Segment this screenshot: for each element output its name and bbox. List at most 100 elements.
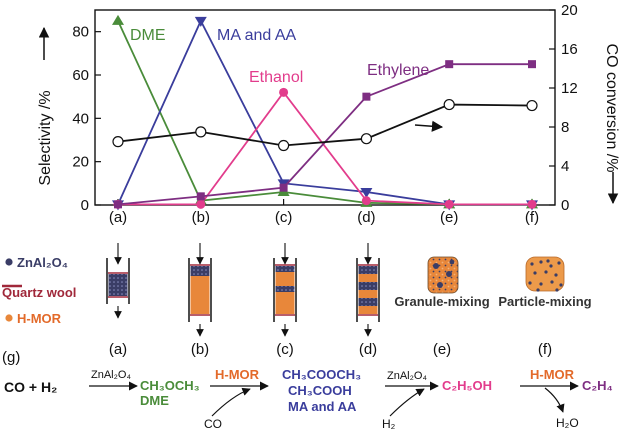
right-tick-label: 8 xyxy=(561,119,569,136)
category-tick-label: (e) xyxy=(440,209,458,226)
hmor-layer xyxy=(275,292,295,314)
data-point-s4-4 xyxy=(443,98,455,111)
data-point-s4-5 xyxy=(526,99,538,112)
data-point-s4-1 xyxy=(195,126,207,138)
znal2o4-bed xyxy=(108,274,128,296)
reactor-label: (a) xyxy=(109,341,127,358)
granule-mixing-sample: Granule-mixing xyxy=(394,256,490,309)
znal2o4-layer xyxy=(190,266,210,276)
particle-dot xyxy=(539,260,543,264)
data-point-s2-4 xyxy=(444,199,454,209)
particle-dot xyxy=(533,271,537,275)
y-axis-title: Selectivity /% xyxy=(37,90,54,185)
data-point-s3-1 xyxy=(196,192,205,201)
particle-dot xyxy=(557,261,561,265)
legend-hmor: H-MOR xyxy=(17,311,62,326)
data-point-s2-3 xyxy=(361,196,371,206)
bed-layer xyxy=(358,298,378,306)
reactor-label: (b) xyxy=(191,341,209,358)
data-point-s3-0 xyxy=(114,200,122,209)
reactor-label: (d) xyxy=(359,341,377,358)
ethylene-formula: C₂H₄ xyxy=(582,378,613,393)
co-input-arrow xyxy=(211,387,251,417)
sample-label: (f) xyxy=(538,341,552,358)
particle-mixing-sample: Particle-mixing xyxy=(498,256,592,309)
catalyst-label-2: H-MOR xyxy=(215,367,260,382)
ma-formula: CH₃COOCH₃ xyxy=(282,367,361,382)
catalyst-label-1: ZnAl₂O₄ xyxy=(91,369,131,381)
hmor-layer xyxy=(275,272,295,286)
ethanol-formula: C₂H₅OH xyxy=(442,378,492,393)
right-tick-label: 0 xyxy=(561,197,569,214)
co-input-label: CO xyxy=(204,417,222,431)
data-point-s4-2 xyxy=(278,139,290,152)
category-tick-label: (f) xyxy=(525,209,539,226)
left-tick-label: 60 xyxy=(72,67,89,84)
znal2o4-layer xyxy=(275,266,295,272)
particle-cluster xyxy=(525,256,565,292)
particle-mixing-label: Particle-mixing xyxy=(498,294,591,309)
right-tick-label: 16 xyxy=(561,41,578,58)
dme-name: DME xyxy=(140,393,169,408)
category-tick-label: (b) xyxy=(192,209,210,226)
particle-dot xyxy=(539,282,543,286)
reactor-tube-a: (a) xyxy=(106,243,130,358)
right-tick-label: 4 xyxy=(561,158,569,175)
bed-layer xyxy=(358,306,378,314)
panel-label-g: (g) xyxy=(2,349,20,366)
h2-input-label: H₂ xyxy=(382,417,396,431)
reactor-label: (c) xyxy=(276,341,294,358)
reactor-schematics: (a)(b)(c)(d)(e)(f) xyxy=(106,243,552,358)
particle-dot xyxy=(544,270,548,274)
catalyst-label-4: H-MOR xyxy=(530,367,575,382)
conversion-axis-pointer xyxy=(414,120,444,132)
h2o-output-label: H₂O xyxy=(556,416,579,430)
bed-layer xyxy=(358,274,378,282)
hmor-layer xyxy=(190,276,210,314)
particle-dot xyxy=(549,264,553,268)
particle-dot xyxy=(554,273,558,277)
series-label-dme: DME xyxy=(130,27,166,44)
left-tick-label: 20 xyxy=(72,154,89,171)
bed-layer xyxy=(358,282,378,290)
particle-dot xyxy=(536,288,540,292)
catalyst-label-3: ZnAl₂O₄ xyxy=(387,370,427,382)
series-line-1 xyxy=(117,18,532,206)
data-point-s2-5 xyxy=(527,199,537,209)
legend-quartz-wool: Quartz wool xyxy=(2,285,76,300)
plot-frame xyxy=(94,9,556,206)
mixing-samples: Granule-mixing Particle-mixing xyxy=(394,256,592,309)
granule-dot xyxy=(449,259,455,265)
data-point-s2-1 xyxy=(196,199,206,209)
particle-dot xyxy=(550,280,554,284)
series-label-ma-aa: MA and AA xyxy=(217,27,296,44)
reactor-tube-d: (d) xyxy=(356,243,380,358)
reaction-scheme: (g) CO + H₂ ZnAl₂O₄ CH₃OCH₃ DME H-MOR CO… xyxy=(2,349,613,431)
series-label-ethylene: Ethylene xyxy=(367,62,429,79)
bed-layer xyxy=(358,290,378,298)
particle-dot xyxy=(555,288,559,292)
left-tick-label: 40 xyxy=(72,110,89,127)
data-point-s3-5 xyxy=(528,60,536,69)
data-point-s3-3 xyxy=(362,92,371,101)
y2-axis-title: CO conversion /% xyxy=(603,44,620,173)
left-tick-label: 80 xyxy=(72,24,89,41)
category-ticks: (a)(b)(c)(d)(e)(f) xyxy=(109,199,539,226)
ma-aa-name: MA and AA xyxy=(288,399,357,414)
category-tick-label: (d) xyxy=(357,209,375,226)
znal2o4-layer xyxy=(275,286,295,292)
particle-dots xyxy=(528,259,563,292)
granule-dot xyxy=(433,263,439,269)
data-point-s3-4 xyxy=(445,60,454,69)
data-point-s4-3 xyxy=(360,133,372,145)
legend-znal2o4: ZnAl₂O₄ xyxy=(17,255,68,270)
granule-mixing-label: Granule-mixing xyxy=(394,294,489,309)
reactor-legend: ZnAl₂O₄ Quartz wool H-MOR xyxy=(2,255,76,326)
right-tick-label: 12 xyxy=(561,80,578,97)
series-layer xyxy=(112,14,538,211)
particle-dot xyxy=(530,262,534,266)
category-tick-label: (a) xyxy=(109,209,127,226)
